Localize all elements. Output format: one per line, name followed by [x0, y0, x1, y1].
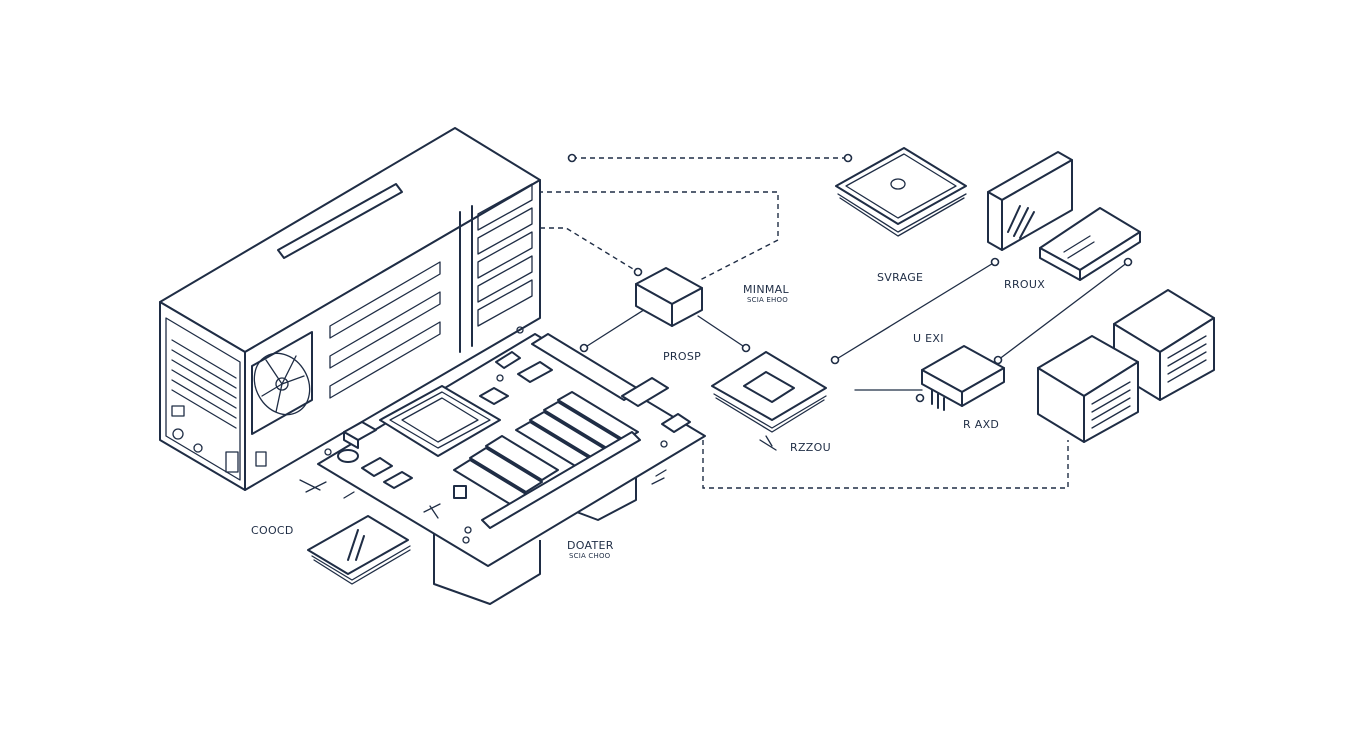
- connector-bottom: [703, 440, 1068, 488]
- label-minmal: MINMAL: [743, 283, 789, 296]
- dot: [581, 345, 588, 352]
- storage-body: [836, 148, 966, 224]
- label-doater: DOATER: [567, 539, 614, 552]
- module-minmal: [636, 268, 702, 326]
- stacked-boxes: [1038, 290, 1214, 442]
- chip-coocd: [308, 516, 410, 584]
- storage-chip: [836, 148, 966, 236]
- dot: [1125, 259, 1132, 266]
- label-storage: SVRAGE: [877, 271, 923, 284]
- cpu-chip-rzzou: [712, 352, 826, 450]
- dot: [635, 269, 642, 276]
- dot: [917, 395, 924, 402]
- mount-hole: [325, 449, 331, 455]
- label-minmal-sub: SCIA EHOO: [747, 296, 788, 304]
- dot: [569, 155, 576, 162]
- label-rroux: RROUX: [1004, 278, 1045, 291]
- connector-case-module: [538, 192, 778, 280]
- label-doater-sub: SCIA CHOO: [569, 552, 610, 560]
- capacitor: [454, 486, 466, 498]
- label-prosp: PROSP: [663, 350, 701, 363]
- module-uexi: [922, 346, 1004, 410]
- label-raxd: R AXD: [963, 418, 999, 431]
- drives-rroux: [988, 152, 1140, 280]
- label-uexi: U EXI: [913, 332, 944, 345]
- label-rzzou: RZZOU: [790, 441, 831, 454]
- dot: [845, 155, 852, 162]
- capacitor: [338, 450, 358, 462]
- label-coocd: COOCD: [251, 524, 294, 537]
- drive-front: [988, 192, 1002, 250]
- connector-prosp: [584, 306, 650, 348]
- dot: [832, 357, 839, 364]
- dot: [992, 259, 999, 266]
- connector-cpu: [698, 316, 746, 348]
- dot: [743, 345, 750, 352]
- connector-case-module-2: [540, 228, 638, 272]
